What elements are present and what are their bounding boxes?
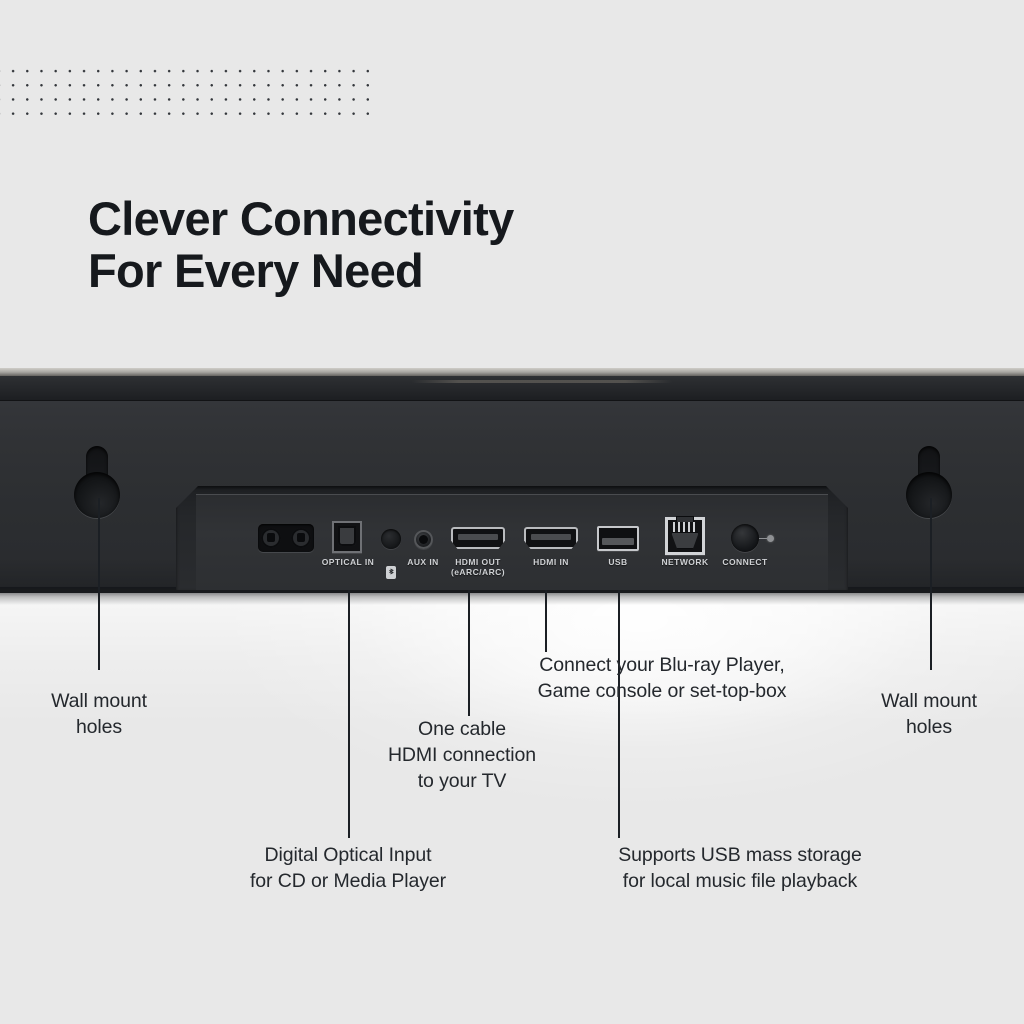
callout-wall-mount-left: Wall mount holes [51,690,147,738]
port-label-usb: USB [608,557,628,567]
keyhole-circle [906,472,952,518]
keyhole-circle [74,472,120,518]
soundbar-bottom-shadow [0,587,1024,605]
rj45-pins [673,522,697,532]
callout-hdmi-in: Connect your Blu-ray Player, Game consol… [537,654,787,702]
port-label-optical-in: OPTICAL IN [321,557,375,567]
port-label-hdmi-in: HDMI IN [533,557,569,567]
ac-power-socket [258,524,314,552]
callout-usb: Supports USB mass storage for local musi… [618,844,862,892]
network-port [665,516,705,555]
keyhole-mount-left [74,446,120,518]
dot-grid-pattern [0,61,369,126]
hdmi-out-port [451,527,505,549]
leader-optical [348,590,350,838]
soundbar-top-seam [412,380,672,383]
callout-optical-input: Digital Optical Input for CD or Media Pl… [249,844,447,892]
port-label-network: NETWORK [661,557,709,567]
bluetooth-icon [375,556,407,581]
rj45-throat [671,532,699,549]
optical-in-port [332,521,362,553]
leader-hdmi-in [545,590,547,652]
page-title: Clever Connectivity For Every Need [88,192,514,297]
leader-wall-mount-left [98,498,100,670]
port-label-hdmi-out: HDMI OUT (eARC/ARC) [450,557,506,577]
ac-pin-right [291,528,311,548]
connect-button[interactable] [731,524,759,552]
callout-hdmi-out: One cable HDMI connection to your TV [387,718,537,792]
port-label-aux-in: AUX IN [407,557,439,567]
soundbar-top-face [0,376,1024,402]
keyhole-mount-right [906,446,952,518]
aux-in-jack [414,530,433,549]
leader-hdmi-out [468,590,470,716]
bluetooth-pair-button[interactable] [381,529,401,549]
leader-usb [618,590,620,838]
connect-led-indicator [759,535,774,542]
ac-pin-left [261,528,281,548]
callout-wall-mount-right: Wall mount holes [881,690,977,738]
hdmi-in-port [524,527,578,549]
port-label-connect: CONNECT [722,557,768,567]
leader-wall-mount-right [930,498,932,670]
usb-port [597,526,639,551]
soundbar-top-bevel [0,368,1024,377]
